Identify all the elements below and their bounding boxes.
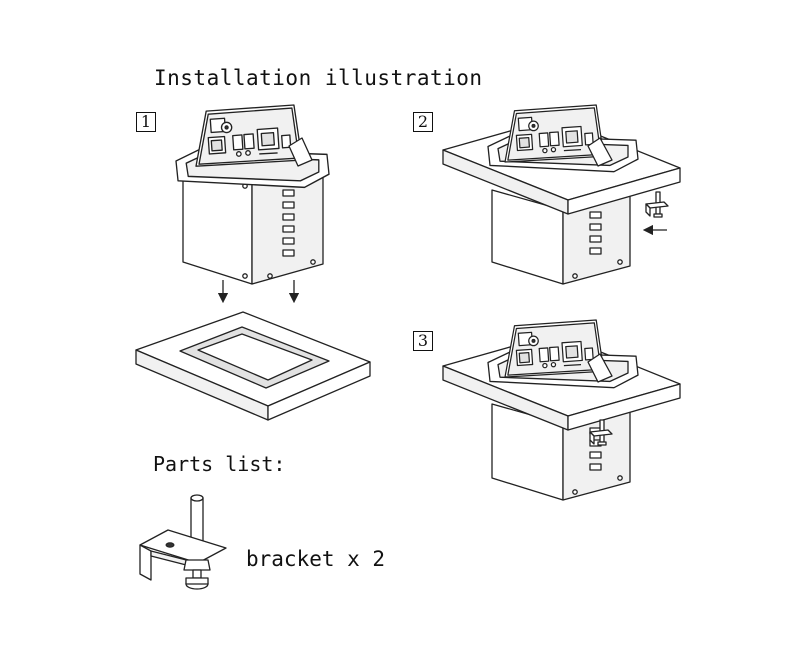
step-1-socket-box [175, 104, 330, 285]
step-label-2: 2 [413, 112, 433, 132]
mounting-bracket [139, 494, 227, 590]
diagram-title: Installation illustration [154, 66, 483, 90]
step-2-box-in-desk [442, 104, 681, 285]
step-3-box-installed [442, 319, 681, 501]
parts-list-heading: Parts list: [153, 452, 286, 476]
step-label-1: 1 [136, 112, 156, 132]
bracket-quantity-label: bracket x 2 [246, 547, 386, 571]
step-label-3: 3 [413, 331, 433, 351]
desk-cutout-frame [135, 311, 371, 421]
